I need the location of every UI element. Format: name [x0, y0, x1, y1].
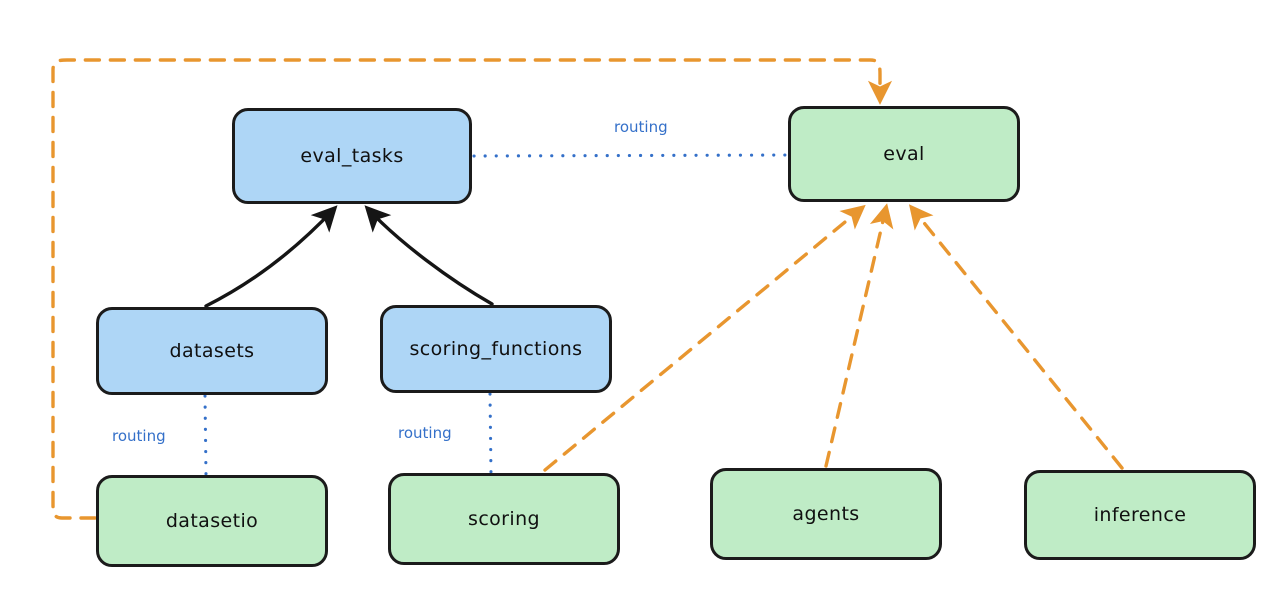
node-eval[interactable]: eval [788, 106, 1020, 202]
node-label-scoring: scoring [468, 508, 540, 530]
node-label-agents: agents [792, 503, 860, 525]
node-scoring-functions[interactable]: scoring_functions [380, 305, 612, 393]
node-label-scoring-functions: scoring_functions [409, 338, 583, 360]
node-label-datasetio: datasetio [165, 510, 259, 532]
node-label-inference: inference [1093, 504, 1187, 526]
node-inference[interactable]: inference [1024, 470, 1256, 560]
edge-label-routing-eval-tasks: routing [614, 118, 668, 136]
node-datasetio[interactable]: datasetio [96, 475, 328, 567]
node-label-eval: eval [883, 143, 925, 165]
edge-datasets-to-datasetio [203, 394, 208, 476]
node-agents[interactable]: agents [710, 468, 942, 560]
node-label-datasets: datasets [169, 340, 255, 362]
edge-scoring-functions-to-eval-tasks [364, 205, 494, 306]
edge-datasets-to-eval-tasks [204, 205, 338, 308]
edge-agents-to-eval [824, 203, 894, 468]
node-eval-tasks[interactable]: eval_tasks [232, 108, 472, 204]
node-scoring[interactable]: scoring [388, 473, 620, 565]
edge-scoring-to-eval [543, 204, 866, 472]
node-label-eval-tasks: eval_tasks [300, 145, 404, 167]
edge-scoring-functions-to-scoring [488, 392, 493, 474]
edge-label-routing-datasets: routing [112, 427, 166, 445]
edge-inference-to-eval [908, 204, 1124, 470]
edge-label-routing-scoring-functions: routing [398, 424, 452, 442]
edge-eval-tasks-to-eval [472, 153, 789, 158]
node-datasets[interactable]: datasets [96, 307, 328, 395]
